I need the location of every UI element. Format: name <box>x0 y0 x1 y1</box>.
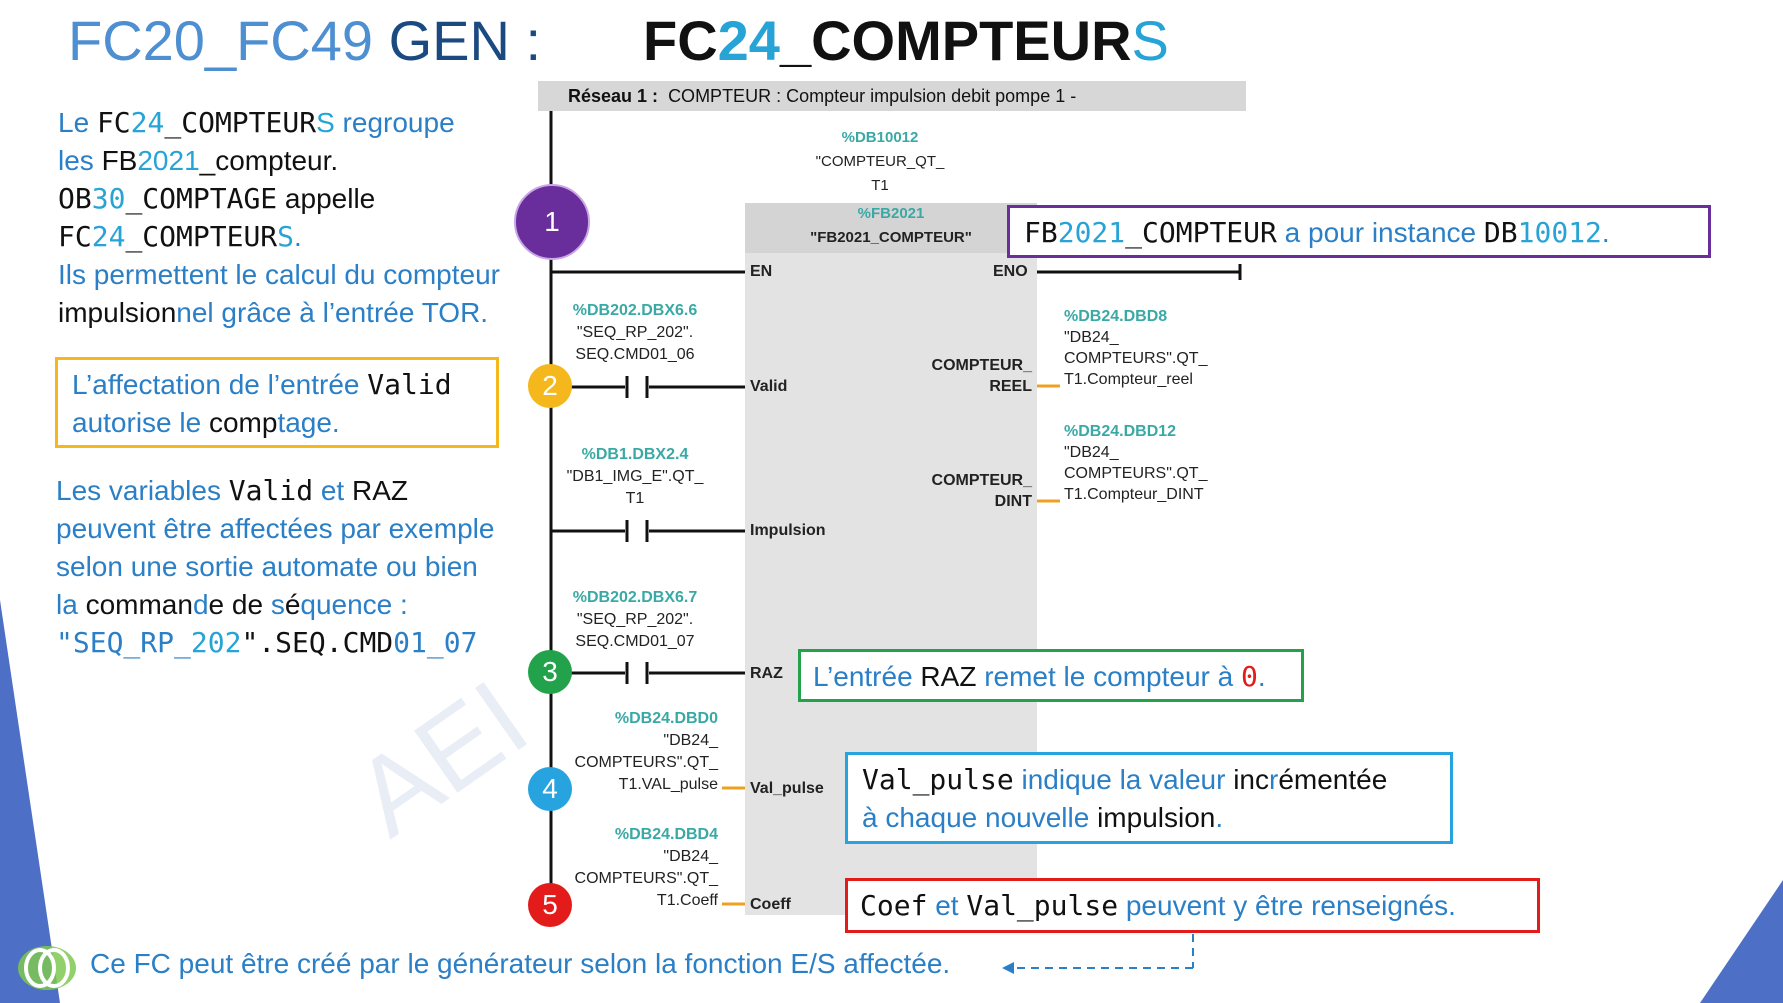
tag-coeff: %DB24.DBD4"DB24_COMPTEURS".QT_T1.Coeff <box>574 826 718 909</box>
pin-eno: ENO <box>993 263 1028 280</box>
instance-db-label: %DB10012 "COMPTEUR_QT_ T1 <box>815 129 945 194</box>
pin-raz: RAZ <box>750 665 783 682</box>
pin-valid: Valid <box>750 378 788 395</box>
tag-valpulse: %DB24.DBD0"DB24_COMPTEURS".QT_T1.VAL_pul… <box>574 710 718 793</box>
pin-en: EN <box>750 263 773 280</box>
callout-coef: Coef et Val_pulse peuvent y être renseig… <box>845 878 1540 933</box>
tag-raz: %DB202.DBX6.7"SEQ_RP_202".SEQ.CMD01_07 <box>572 589 698 650</box>
page-title: FC24_COMPTEURS <box>643 9 1169 72</box>
tag-compteur-reel: %DB24.DBD8"DB24_COMPTEURS".QT_T1.Compteu… <box>1064 308 1208 388</box>
step-3-badge: 3 <box>528 650 572 694</box>
title-left: FC20_FC49 GEN : <box>68 9 542 72</box>
tag-valid: %DB202.DBX6.6"SEQ_RP_202".SEQ.CMD01_06 <box>572 302 698 363</box>
variables-text: Les variables Valid et RAZ peuvent être … <box>56 474 495 659</box>
callout-valid: L’affectation de l’entrée Valid autorise… <box>55 357 499 448</box>
callout-instance: FB2021_COMPTEUR a pour instance DB10012. <box>1007 205 1711 258</box>
fb-header: %FB2021 "FB2021_COMPTEUR" <box>810 205 972 246</box>
tag-compteur-dint: %DB24.DBD12"DB24_COMPTEURS".QT_T1.Compte… <box>1064 423 1208 503</box>
pin-impulsion: Impulsion <box>750 522 826 539</box>
tag-impulsion: %DB1.DBX2.4"DB1_IMG_E".QT_T1 <box>566 446 704 507</box>
pin-valpulse: Val_pulse <box>750 780 824 797</box>
step-1-badge: 1 <box>514 184 590 260</box>
callout-raz: L’entrée RAZ remet le compteur à 0. <box>798 649 1304 702</box>
pin-compteur-dint: COMPTEUR_DINT <box>931 472 1032 510</box>
pin-coeff: Coeff <box>750 896 791 913</box>
step-5-badge: 5 <box>528 883 572 927</box>
step-4-badge: 4 <box>528 767 572 811</box>
network-header: Réseau 1 : COMPTEUR : Compteur impulsion… <box>538 81 1246 111</box>
callout-valpulse: Val_pulse indique la valeur incrémentée … <box>845 752 1453 844</box>
intro-text: Le FC24_COMPTEURS regroupe les FB2021_co… <box>58 106 500 328</box>
step-2-badge: 2 <box>528 364 572 408</box>
footer-note: Ce FC peut être créé par le générateur s… <box>90 948 951 979</box>
pin-compteur-reel: COMPTEUR_REEL <box>931 357 1032 395</box>
logo-icon <box>18 946 76 990</box>
